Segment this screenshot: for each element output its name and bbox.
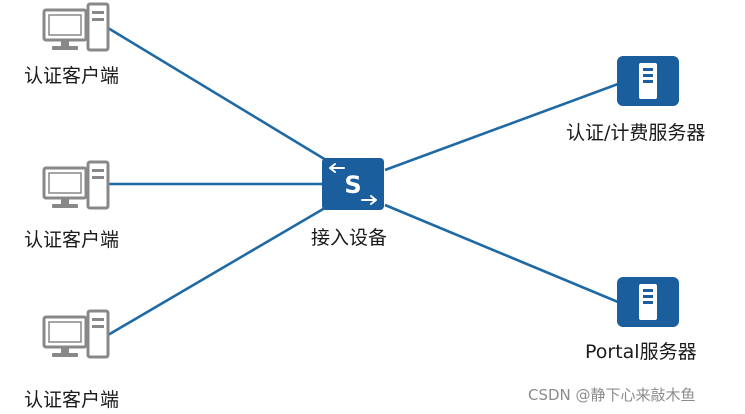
link-client-3-switch: [107, 203, 331, 337]
watermark: CSDN @静下心来敲木鱼: [528, 386, 696, 404]
link-switch-auth-server: [384, 82, 619, 172]
switch-label: 接入设备: [311, 227, 388, 249]
desktop-pc-icon: [42, 2, 110, 52]
switch-glyph: S: [344, 171, 361, 199]
portal-server-label: Portal服务器: [585, 341, 697, 363]
client-label-2: 认证客户端: [24, 229, 120, 251]
auth-server-label: 认证/计费服务器: [566, 122, 706, 144]
server-icon: [617, 277, 679, 327]
link-switch-portal-server: [384, 203, 619, 304]
link-client-1-switch: [107, 26, 327, 162]
desktop-pc-icon: [42, 160, 110, 210]
client-label-1: 认证客户端: [24, 65, 120, 87]
client-label-3: 认证客户端: [24, 389, 120, 411]
server-icon: [617, 56, 679, 106]
desktop-pc-icon: [42, 309, 110, 359]
switch-icon: S: [322, 158, 384, 210]
